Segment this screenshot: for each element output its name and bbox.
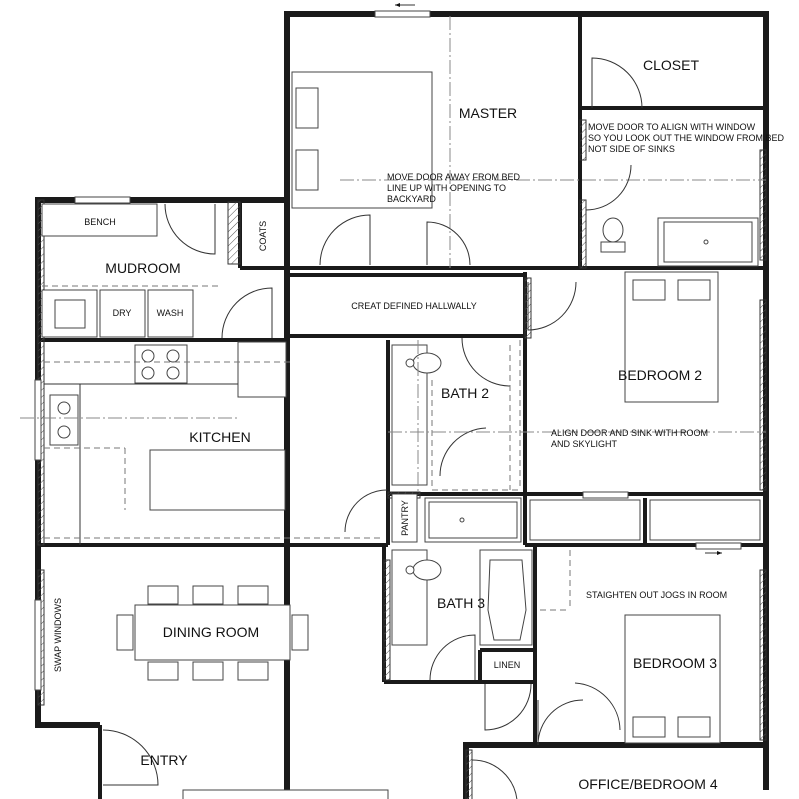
note-master-door-3: BACKYARD	[387, 194, 436, 204]
master-label: MASTER	[459, 105, 517, 121]
bedroom2-label: BEDROOM 2	[618, 367, 702, 383]
bath3-fixtures	[391, 549, 533, 731]
note-bed2-align-2: AND SKYLIGHT	[551, 439, 618, 449]
dry-label: DRY	[113, 308, 132, 318]
wash-label: WASH	[157, 308, 184, 318]
note-closet-door-3: NOT SIDE OF SINKS	[588, 144, 675, 154]
labels: MASTER CLOSET MOVE DOOR TO ALIGN WITH WI…	[53, 57, 785, 792]
office-label: OFFICE/BEDROOM 4	[578, 776, 717, 792]
entry-label: ENTRY	[140, 752, 188, 768]
note-master-door-1: MOVE DOOR AWAY FROM BED	[387, 172, 521, 182]
linen-label: LINEN	[494, 660, 521, 670]
entry-fixtures	[98, 725, 518, 799]
kitchen-label: KITCHEN	[189, 429, 250, 445]
pantry-label: PANTRY	[400, 500, 410, 536]
bench-label: BENCH	[84, 217, 116, 227]
bedroom2-furniture	[624, 271, 719, 403]
note-bed2-align-1: ALIGN DOOR AND SINK WITH ROOM	[551, 428, 708, 438]
windows	[34, 3, 742, 691]
right-closets	[529, 499, 761, 541]
mudroom-label: MUDROOM	[105, 260, 180, 276]
closet-label: CLOSET	[643, 57, 699, 73]
dining-furniture	[116, 585, 309, 681]
note-master-door-2: LINE UP WITH OPENING TO	[387, 183, 506, 193]
note-bed3-jogs: STAIGHTEN OUT JOGS IN ROOM	[586, 590, 727, 600]
coats-label: COATS	[258, 221, 268, 251]
hallway-fixtures	[461, 281, 577, 387]
hallway-label: CREAT DEFINED HALLWALLY	[351, 301, 477, 311]
note-closet-door-1: MOVE DOOR TO ALIGN WITH WINDOW	[588, 122, 756, 132]
note-closet-door-2: SO YOU LOOK OUT THE WINDOW FROM BED	[588, 133, 785, 143]
kitchen-fixtures	[20, 341, 388, 545]
note-swap-windows: SWAP WINDOWS	[53, 598, 63, 672]
closet-fixtures	[585, 57, 759, 267]
bedroom3-label: BEDROOM 3	[633, 655, 717, 671]
bath2-label: BATH 2	[441, 385, 489, 401]
bath2-fixtures	[388, 340, 766, 543]
dining-label: DINING ROOM	[163, 624, 259, 640]
bedroom3-furniture	[537, 550, 721, 746]
master-furniture	[291, 16, 766, 268]
bath3-label: BATH 3	[437, 595, 485, 611]
mudroom-fixtures	[41, 203, 273, 339]
